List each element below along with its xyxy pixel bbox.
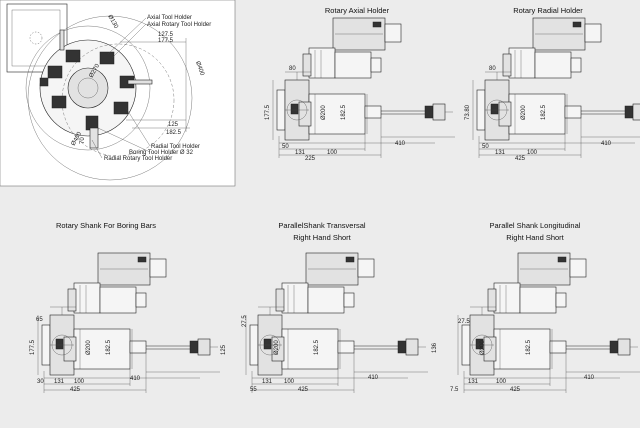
dim-top: 80 — [289, 66, 296, 72]
dim-w2: 131 — [468, 379, 479, 385]
dim-top: 80 — [489, 66, 496, 72]
dim-top: 65 — [36, 317, 43, 323]
dim-w3: 100 — [496, 379, 507, 385]
view-title: Rotary Radial Holder — [513, 6, 583, 15]
dim-w2: 131 — [295, 150, 306, 156]
view-parallel-shank-longitudinal: Parallel Shank Longitudinal Right Hand S… — [432, 221, 640, 394]
turret-dim-127: 127.5 — [158, 32, 174, 38]
dim-h2: 182.5 — [341, 104, 347, 120]
turret-dim-125: 125 — [168, 122, 179, 128]
dim-w4: 425 — [298, 387, 309, 393]
dim-h2: 182.5 — [526, 339, 532, 355]
dim-w1: 55 — [250, 387, 257, 393]
dim-h2: 182.5 — [314, 339, 320, 355]
dim-w4: 225 — [305, 156, 316, 162]
dim-w2: 131 — [262, 379, 273, 385]
dim-top: 27.5 — [458, 319, 470, 325]
dim-d200: Ø200 — [521, 105, 527, 120]
dim-w3: 100 — [74, 379, 85, 385]
turret-dim-182: 182.5 — [166, 130, 182, 136]
dim-w5: 410 — [601, 141, 612, 147]
dim-w5: 410 — [368, 375, 379, 381]
dim-w3: 100 — [327, 150, 338, 156]
dim-w1: 7.5 — [450, 387, 459, 393]
dim-h1: 177.5 — [265, 104, 271, 120]
dim-w4: 425 — [515, 156, 526, 162]
view-parallel-shank-transversal: ParallelShank Transversal Right Hand Sho… — [221, 221, 429, 394]
turret-label-boring: Boring Tool Holder Ø 32 — [129, 150, 194, 156]
turret-label-radial-rotary: Radial Rotary Tool Holder — [104, 156, 172, 162]
view-title-line-1: Parallel Shank Longitudinal — [490, 221, 581, 230]
view-title-line-2: Right Hand Short — [293, 233, 351, 242]
dim-h1: 125 — [221, 344, 227, 355]
dim-w4: 425 — [510, 387, 521, 393]
dim-h2: 182.5 — [106, 339, 112, 355]
turret-dim-177: 177.5 — [158, 38, 174, 44]
dim-h1: 177.5 — [30, 339, 36, 355]
dim-d200: Ø200 — [321, 105, 327, 120]
dim-top: 27.5 — [242, 315, 248, 327]
view-title: Rotary Axial Holder — [325, 6, 390, 15]
dim-w5: 410 — [584, 375, 595, 381]
view-rotary-axial-holder: Rotary Axial Holder 80 177.5 Ø200 182.5 … — [265, 6, 456, 162]
turret-label-axial: Axial Tool Holder — [147, 15, 192, 21]
turret-dim-70: 70 — [80, 137, 86, 144]
dim-w1: 30 — [37, 379, 44, 385]
dim-w5: 410 — [395, 141, 406, 147]
dim-h1: 136 — [432, 342, 438, 353]
dim-d200: Ø200 — [86, 340, 92, 355]
view-title-line-1: ParallelShank Transversal — [278, 221, 365, 230]
turret-label-radial: Radial Tool Holder — [151, 144, 200, 150]
view-title: Rotary Shank For Boring Bars — [56, 221, 156, 230]
dim-w1: 50 — [282, 144, 289, 150]
turret-diagram: Axial Tool Holder Axial Rotary Tool Hold… — [0, 0, 236, 187]
dim-w3: 100 — [527, 150, 538, 156]
dim-d200: Ø200 — [274, 340, 280, 355]
dim-w2: 131 — [495, 150, 506, 156]
view-title-line-2: Right Hand Short — [506, 233, 564, 242]
dim-w5: 410 — [130, 376, 141, 382]
dim-w3: 100 — [284, 379, 295, 385]
turret-dia-400: Ø400 — [194, 61, 205, 77]
view-rotary-radial-holder: Rotary Radial Holder 80 73.80 Ø200 182.5… — [465, 6, 640, 162]
dim-w4: 425 — [70, 387, 81, 393]
dim-w2: 131 — [54, 379, 65, 385]
turret-label-axial-rotary: Axial Rotary Tool Holder — [147, 22, 211, 28]
dim-h2: 182.5 — [541, 104, 547, 120]
dim-w1: 50 — [482, 144, 489, 150]
dim-d200: Ø200 — [480, 340, 486, 355]
dim-h1: 73.80 — [465, 104, 471, 120]
view-rotary-shank-boring-bars: Rotary Shank For Boring Bars 65 177.5 Ø2… — [30, 221, 221, 394]
